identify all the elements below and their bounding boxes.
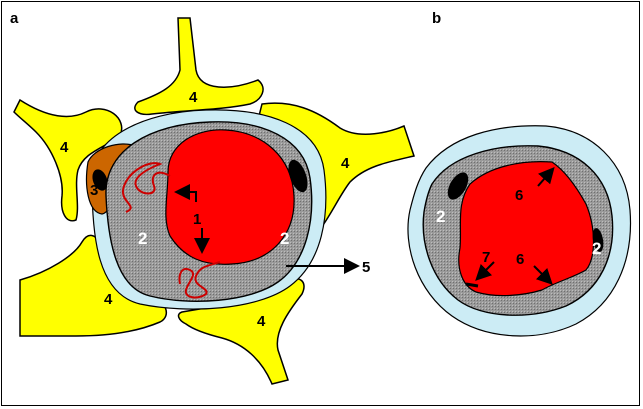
label-astrocyte-top: 4 [189,89,198,106]
panel-b: b 2 2 6 6 7 [408,10,631,336]
label-arrow-6-top: 6 [515,187,523,204]
panel-label-b: b [432,10,441,27]
panel-label-a: a [10,10,19,27]
label-arrow-1: 1 [193,211,201,228]
label-astrocyte-bottom-left: 4 [104,291,113,308]
label-arrow-6-bottom: 6 [516,251,524,268]
label-astrocyte-bottom-right: 4 [257,313,266,330]
label-arrow-5: 5 [362,259,370,276]
label-endothelium-right-b: 2 [592,239,601,258]
junction-dot-7 [466,284,478,286]
label-astrocyte-right: 4 [341,155,350,172]
label-arrow-7: 7 [482,249,490,266]
label-pericyte: 3 [90,182,98,199]
label-astrocyte-top-left: 4 [60,139,69,156]
label-endothelium-left-a: 2 [138,229,147,248]
label-endothelium-right-a: 2 [280,229,289,248]
panel-a: a 4 4 4 4 4 3 2 2 1 5 [10,10,414,384]
label-endothelium-left-b: 2 [436,207,445,226]
astrocyte-top [135,18,263,114]
lumen-a [166,130,294,264]
